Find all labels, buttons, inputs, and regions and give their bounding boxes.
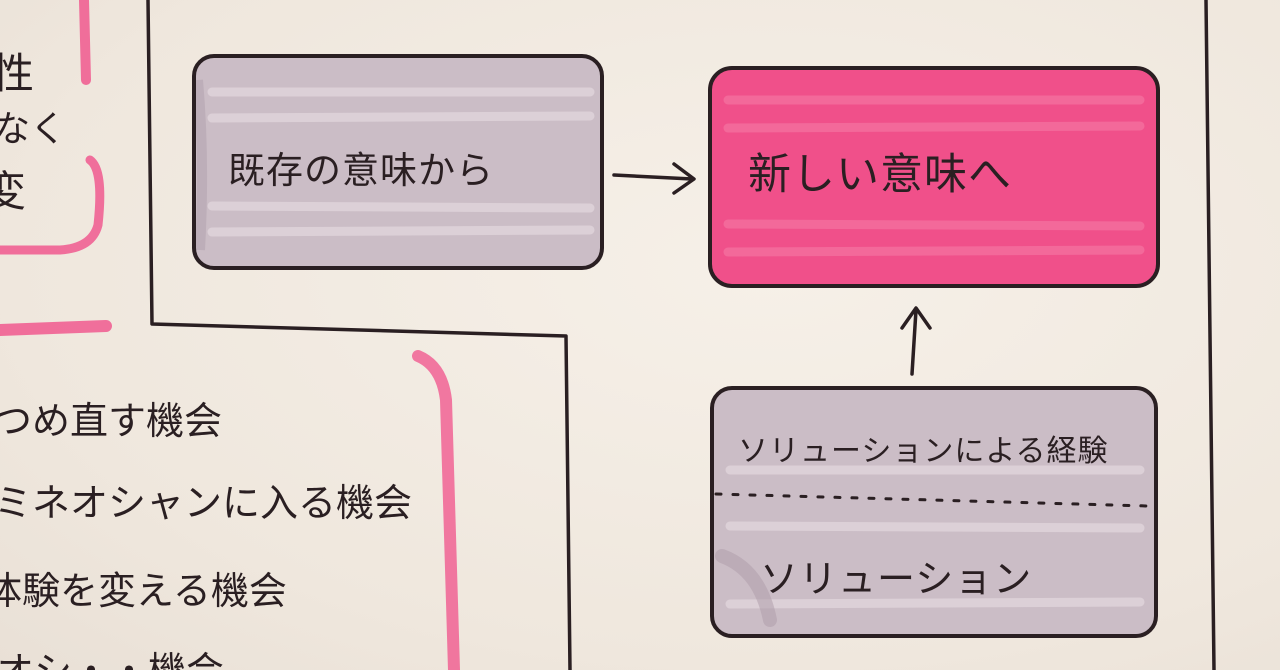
pink-marker-bracket [0, 155, 105, 255]
existing-meaning-label: 既存の意味から [228, 149, 494, 192]
box-existing-meaning [192, 54, 604, 270]
pink-marker-divider [0, 320, 112, 336]
pink-marker-vertical [412, 350, 460, 670]
frame-line-upper [146, 0, 572, 670]
opportunity-item-1: つめ直す機会 [0, 399, 223, 443]
left-fragment-2: なく [0, 109, 67, 150]
arrow-right [612, 162, 696, 195]
frame-line-right [1204, 0, 1216, 670]
opportunity-item-3: 体験を変える機会 [0, 569, 287, 613]
arrow-up [900, 306, 932, 376]
opportunity-item-4: オシ・・機会 [0, 640, 224, 670]
pink-marker-top [79, 0, 91, 85]
experience-label: ソリューションによる経験 [738, 434, 1109, 469]
box-experience-solution [710, 386, 1158, 638]
box-new-meaning [708, 66, 1160, 288]
left-fragment-3: 変 [0, 167, 27, 216]
solution-label: ソリューション [760, 557, 1033, 601]
new-meaning-label: 新しい意味へ [748, 150, 1012, 200]
opportunity-item-2: ミネオシャンに入る機会 [0, 481, 413, 525]
left-fragment-1: 性 [0, 49, 35, 98]
